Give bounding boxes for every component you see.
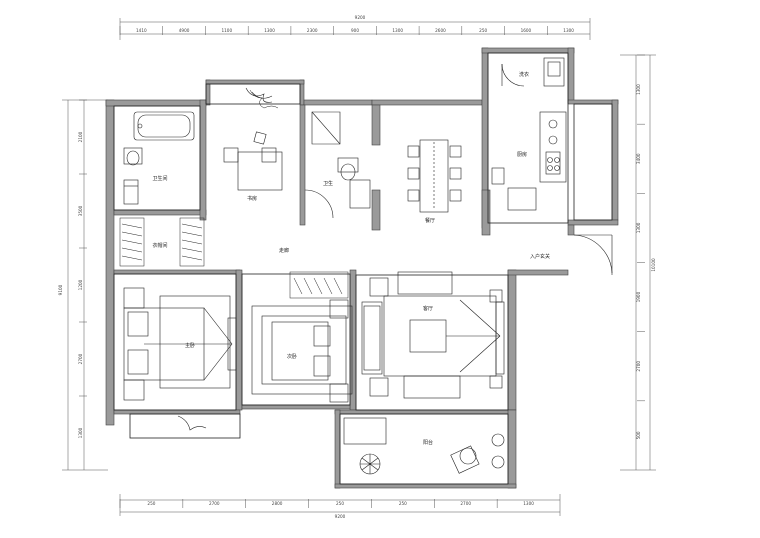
left-segment-dimension-3: 1200 — [78, 279, 83, 290]
walls — [105, 47, 619, 489]
kitchen — [491, 57, 567, 211]
left-segment-dimension-1: 2100 — [78, 131, 83, 142]
toilet-room — [304, 111, 371, 219]
top-segment-dimension-2: 4900 — [179, 28, 190, 33]
top-segment-dimension-8: 2600 — [435, 28, 446, 33]
right-segment-dimension-4: 1900 — [636, 291, 641, 302]
right-segment-dimension-2: 3400 — [636, 153, 641, 164]
top-overall-dimension: 9200 — [355, 15, 366, 20]
dining — [407, 139, 462, 213]
left-segment-dimension-2: 3500 — [78, 205, 83, 216]
bottom-segment-dimension-4: 250 — [336, 501, 344, 506]
bottom-segment-dimension-5: 250 — [399, 501, 407, 506]
top-segment-dimension-4: 1300 — [264, 28, 275, 33]
right-overall-dimension: 10100 — [651, 258, 656, 272]
room-label-second-bedroom: 次卧 — [287, 353, 297, 360]
bottom-segment-dimension-6: 2700 — [460, 501, 471, 506]
top-segment-dimension-10: 1600 — [521, 28, 532, 33]
second-bedroom — [251, 299, 353, 403]
room-label-entrance: 入户玄关 — [530, 253, 550, 260]
room-label-balcony: 阳台 — [423, 439, 433, 446]
top-segment-dimension-11: 1300 — [563, 28, 574, 33]
living-room — [361, 271, 505, 399]
left-segment-dimension-4: 2700 — [78, 353, 83, 364]
top-segment-dimension-3: 1100 — [221, 28, 232, 33]
top-segment-dimension-9: 250 — [479, 28, 487, 33]
bottom-segment-dimension-7: 1300 — [523, 501, 534, 506]
room-label-study: 书房 — [247, 195, 257, 202]
right-segment-dimension-3: 1300 — [636, 222, 641, 233]
balcony — [343, 417, 505, 475]
right-segment-dimension-5: 2700 — [636, 361, 641, 372]
cloakroom — [119, 217, 205, 267]
top-segment-dimension-6: 900 — [351, 28, 359, 33]
left-dimension-chain — [62, 99, 108, 471]
bottom-segment-labels: 250 2700 2800 250 250 2700 1300 — [119, 499, 534, 508]
room-label-bathroom: 卫生间 — [152, 175, 167, 182]
room-label-living-room: 客厅 — [423, 305, 433, 312]
bottom-segment-dimension-2: 2700 — [209, 501, 220, 506]
room-label-master-bedroom: 主卧 — [185, 342, 195, 349]
room-label-laundry: 洗衣 — [519, 71, 529, 78]
top-segment-dimension-5: 2300 — [307, 28, 318, 33]
bottom-segment-dimension-1: 250 — [147, 501, 155, 506]
room-label-cloakroom: 衣帽间 — [152, 242, 167, 249]
outline-strokes — [113, 52, 613, 485]
right-dimension-chain — [620, 54, 656, 471]
corridor-cabinet — [289, 271, 349, 299]
plant-icon — [249, 89, 279, 109]
study — [223, 87, 283, 191]
right-segment-labels: 1300 3400 1300 1900 2700 500 — [636, 54, 645, 439]
left-overall-dimension: 9100 — [58, 284, 63, 295]
bottom-overall-dimension: 9200 — [335, 514, 346, 519]
top-segment-dimension-1: 1410 — [136, 28, 147, 33]
top-segment-dimension-7: 1300 — [392, 28, 403, 33]
bathroom — [123, 111, 195, 205]
right-segment-dimension-6: 500 — [636, 431, 641, 439]
room-label-kitchen: 厨房 — [517, 151, 527, 158]
room-label-dining: 餐厅 — [425, 217, 435, 224]
right-segment-dimension-1: 1300 — [636, 84, 641, 95]
top-dimension-chain — [119, 18, 591, 40]
entrance-door — [573, 234, 613, 275]
master-bedroom — [123, 287, 237, 431]
top-segment-labels: 1410 4900 1100 1300 2300 900 1300 2600 250 1600 13… — [119, 26, 574, 35]
left-segment-labels: 2100 3500 1200 2700 1300 — [78, 99, 87, 438]
room-label-corridor: 走廊 — [279, 247, 289, 254]
room-label-toilet: 卫生 — [323, 180, 333, 187]
bottom-segment-dimension-3: 2800 — [272, 501, 283, 506]
left-segment-dimension-5: 1300 — [78, 427, 83, 438]
